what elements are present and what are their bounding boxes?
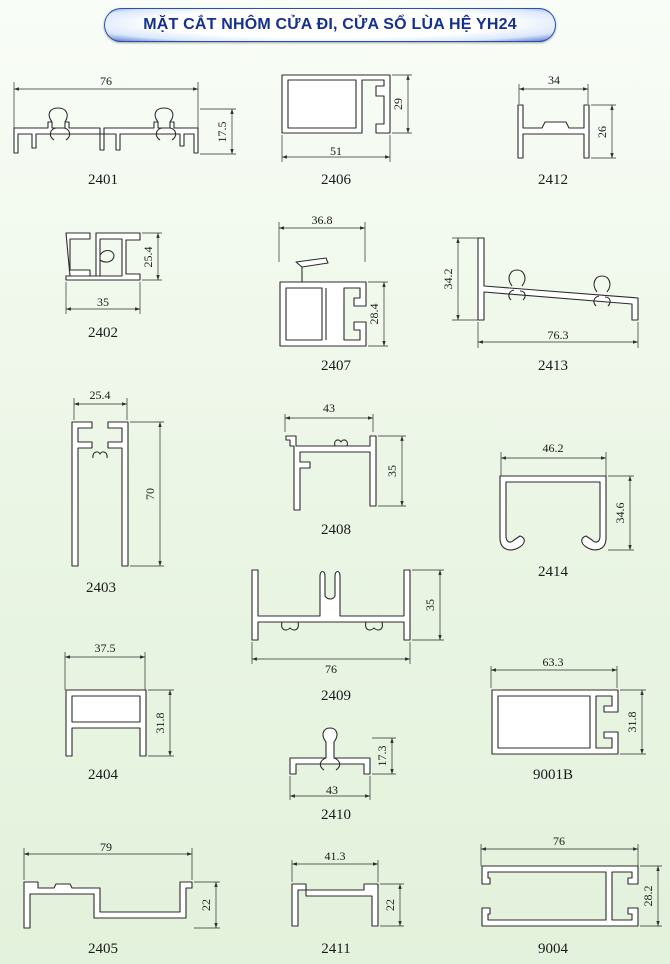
dim-2409-width: 76 [325,662,337,676]
code-2410: 2410 [321,807,351,823]
dim-2403-height: 70 [143,488,157,500]
profile-2402: 25.4 35 2402 [65,232,162,341]
code-2412: 2412 [538,172,568,188]
code-2406: 2406 [321,172,352,188]
dim-2404-width: 37.5 [95,641,116,655]
dim-2410-width: 43 [326,783,338,797]
dim-2412-height: 26 [595,126,609,138]
dim-2408-height: 35 [385,465,399,477]
dim-2403-width: 25.4 [90,388,111,402]
profile-9001b: 63.3 31.8 9001B [490,655,646,783]
dim-2411-width: 41.3 [325,849,346,863]
dim-2413-width: 76.3 [548,328,569,342]
profile-2404: 37.5 31.8 2404 [64,641,174,783]
title-banner: MẶT CẮT NHÔM CỬA ĐI, CỬA SỔ LÙA HỆ YH24 [104,8,556,42]
code-2413: 2413 [538,358,568,374]
dim-2407-width: 36.8 [312,213,333,227]
dim-2410-height: 17.3 [375,746,389,767]
profile-2413: 34.2 76.3 2413 [441,237,639,374]
dim-2405-height: 22 [199,899,213,911]
dim-2402-width: 35 [97,295,109,309]
code-9004: 9004 [538,941,569,957]
dim-2401-width: 76 [100,74,112,88]
page-title: MẶT CẮT NHÔM CỬA ĐI, CỬA SỔ LÙA HỆ YH24 [143,16,517,33]
profile-2410: 17.3 43 2410 [289,727,396,823]
profile-2408: 43 35 2408 [284,401,406,538]
dim-2402-height: 25.4 [141,247,155,268]
code-2404: 2404 [88,767,119,783]
dim-2412-width: 34 [548,73,560,87]
code-2414: 2414 [538,564,569,580]
code-2402: 2402 [88,325,118,341]
dim-9001b-width: 63.3 [543,655,564,669]
dim-2414-width: 46.2 [543,441,564,455]
dim-2405-width: 79 [100,840,112,854]
profile-2411: 41.3 22 2411 [291,849,404,957]
profile-2409: 35 76 2409 [251,569,444,704]
dim-2408-width: 43 [323,401,335,415]
profile-2414: 46.2 34.6 2414 [499,441,634,580]
dim-2409-height: 35 [423,599,437,611]
code-2411: 2411 [321,941,350,957]
code-2407: 2407 [321,358,352,374]
code-2409: 2409 [321,688,351,704]
profile-9004: 76 28.2 9004 [480,834,662,957]
code-9001b: 9001B [533,767,573,783]
code-2403: 2403 [86,580,116,596]
dim-9001b-height: 31.8 [625,712,639,733]
profile-2412: 34 26 2412 [517,73,616,188]
code-2408: 2408 [321,522,351,538]
code-2405: 2405 [88,941,118,957]
dim-2411-height: 22 [383,899,397,911]
dim-2413-height: 34.2 [441,269,455,290]
dim-2404-height: 31.8 [153,713,167,734]
dim-2401-height: 17.5 [215,122,229,143]
profile-2406: 51 29 2406 [281,74,412,188]
profile-2403: 25.4 70 2403 [71,388,164,596]
dim-2414-height: 34.6 [613,503,627,524]
dim-2406-height: 29 [391,98,405,110]
dim-2407-height: 28.4 [367,304,381,325]
profile-2405: 79 22 2405 [23,840,220,957]
dim-9004-height: 28.2 [641,886,655,907]
dim-2406-width: 51 [330,144,342,158]
code-2401: 2401 [88,172,118,188]
dim-9004-width: 76 [553,834,565,848]
profile-2407: 36.8 28.4 2407 [278,213,388,374]
profile-2401: 76 17.5 2401 [13,74,236,188]
